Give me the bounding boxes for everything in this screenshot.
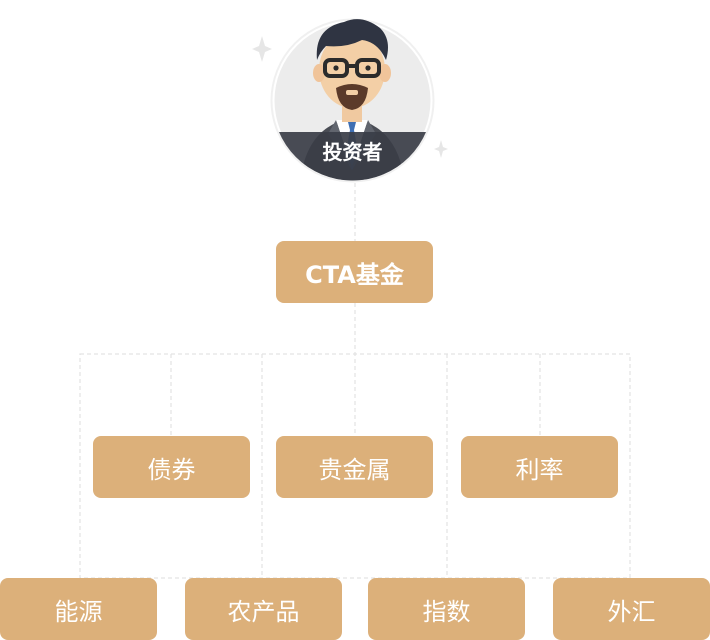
investor-avatar: 投资者 (270, 18, 435, 183)
node-energy: 能源 (0, 578, 157, 640)
node-bonds: 债券 (93, 436, 250, 498)
investor-avatar-icon (270, 18, 435, 183)
node-interest-rates: 利率 (461, 436, 618, 498)
sparkle-icons (252, 36, 448, 158)
node-forex: 外汇 (553, 578, 710, 640)
node-index: 指数 (368, 578, 525, 640)
node-agricultural-products: 农产品 (185, 578, 342, 640)
avatar-label: 投资者 (322, 140, 383, 164)
root-node-cta-fund: CTA基金 (276, 241, 433, 303)
node-precious-metals: 贵金属 (276, 436, 433, 498)
